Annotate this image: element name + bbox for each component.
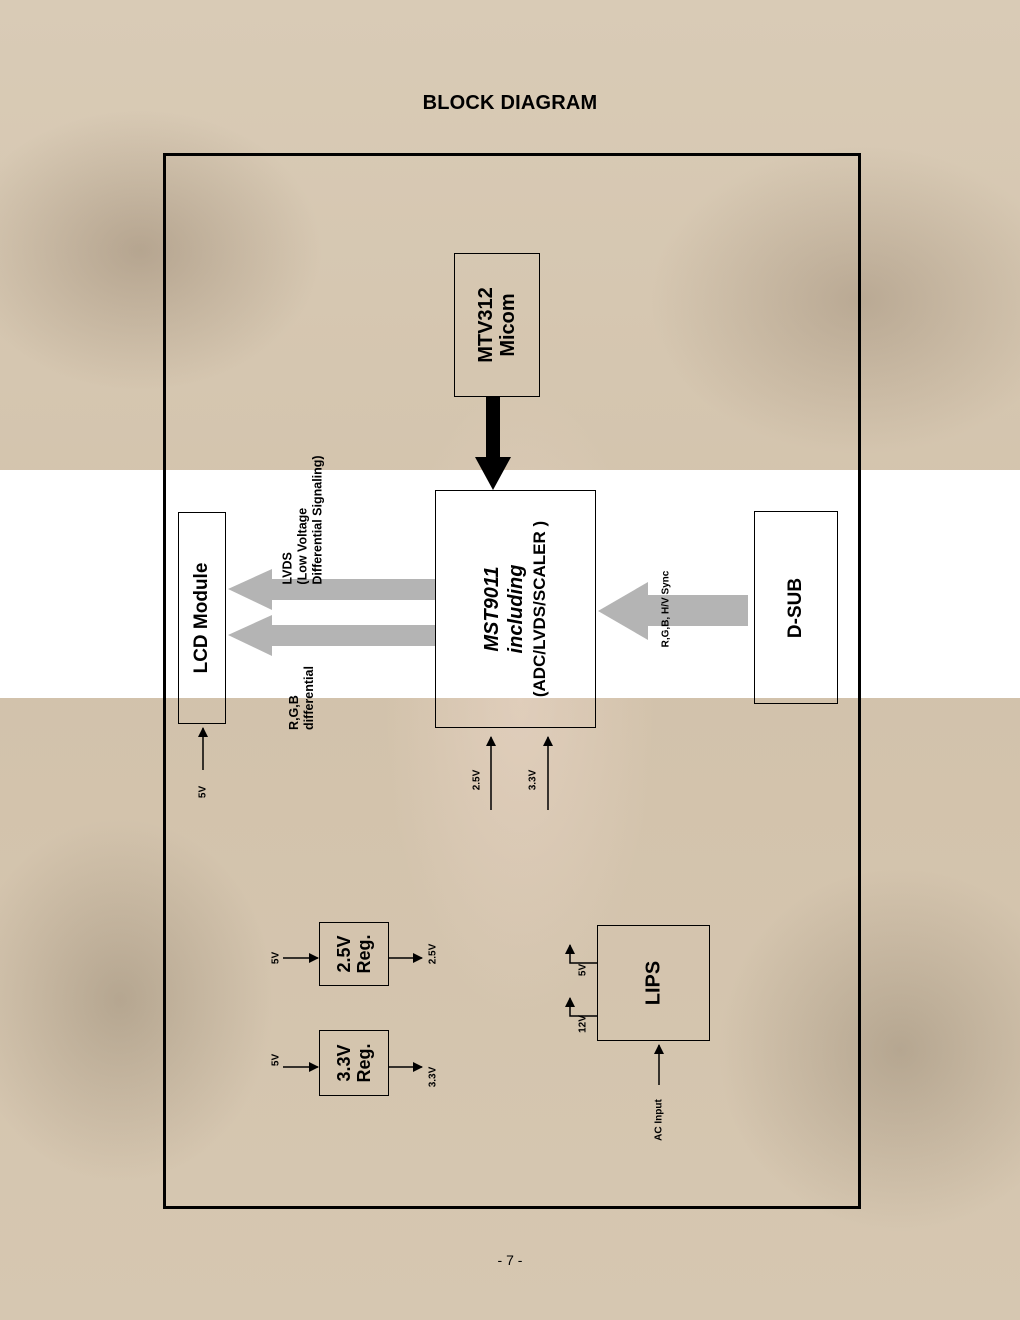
lcd-module-block: LCD Module (178, 512, 226, 724)
reg33-in-label: 5V (270, 1053, 282, 1067)
reg25-label-line2: Reg. (354, 934, 374, 974)
lips-block: LIPS (597, 925, 710, 1041)
lips-5v-label: 5V (577, 963, 589, 977)
dsub-to-scaler-arrow (598, 582, 748, 640)
scaler-label-line2: including (504, 564, 527, 654)
lvds-label-line1: LVDS (280, 552, 295, 585)
lips-label: LIPS (642, 960, 664, 1006)
rgb-differential-arrow (228, 615, 435, 656)
micom-label-line2: Micom (497, 293, 519, 357)
lvds-label: LVDS (Low Voltage Differential Signaling… (281, 455, 326, 584)
page-title: BLOCK DIAGRAM (422, 92, 598, 114)
micom-to-scaler-arrow (475, 397, 511, 490)
scaler-25v-label: 2.5V (471, 769, 483, 791)
page-number: - 7 - (497, 1252, 523, 1268)
scaler-label-line3: (ADC/LVDS/SCALER ) (529, 520, 549, 698)
ac-input-label: AC Input (653, 1099, 665, 1141)
reg33-block: 3.3V Reg. (319, 1030, 389, 1096)
reg25-block: 2.5V Reg. (319, 922, 389, 986)
reg33-label-line2: Reg. (354, 1043, 374, 1083)
reg33-out-label: 3.3V (427, 1066, 439, 1088)
diagram-frame (163, 153, 861, 1209)
lvds-arrow (228, 569, 435, 610)
lips-12v-label: 12V (577, 1015, 589, 1033)
dsub-label: D-SUB (785, 577, 806, 638)
rgb-differential-label: R,G,B differential (287, 666, 317, 730)
lvds-label-line3: Differential Signaling) (310, 455, 325, 585)
reg25-in-label: 5V (270, 951, 282, 965)
dsub-block: D-SUB (754, 511, 838, 704)
scaler-33v-label: 3.3V (527, 769, 539, 791)
reg25-out-label: 2.5V (427, 943, 439, 965)
rgb-label-line2: differential (302, 666, 316, 730)
scaler-block: MST9011 including (ADC/LVDS/SCALER ) (435, 490, 596, 728)
reg25-label-line1: 2.5V (334, 935, 354, 973)
lips-5v-arrow (565, 944, 597, 964)
micom-block: MTV312 Micom (454, 253, 540, 397)
lvds-label-line2: (Low Voltage (295, 507, 310, 585)
scaler-label-line1: MST9011 (480, 566, 503, 652)
rgb-label-line1: R,G,B (287, 695, 301, 730)
lips-12v-arrow (565, 997, 597, 1017)
micom-label-line1: MTV312 (475, 287, 497, 363)
background-band (0, 470, 1020, 698)
rgb-sync-label: R,G,B, H/V Sync (660, 570, 672, 648)
reg33-label-line1: 3.3V (334, 1044, 354, 1082)
lcd-5v-label: 5V (197, 785, 209, 799)
lcd-module-label: LCD Module (191, 562, 212, 674)
